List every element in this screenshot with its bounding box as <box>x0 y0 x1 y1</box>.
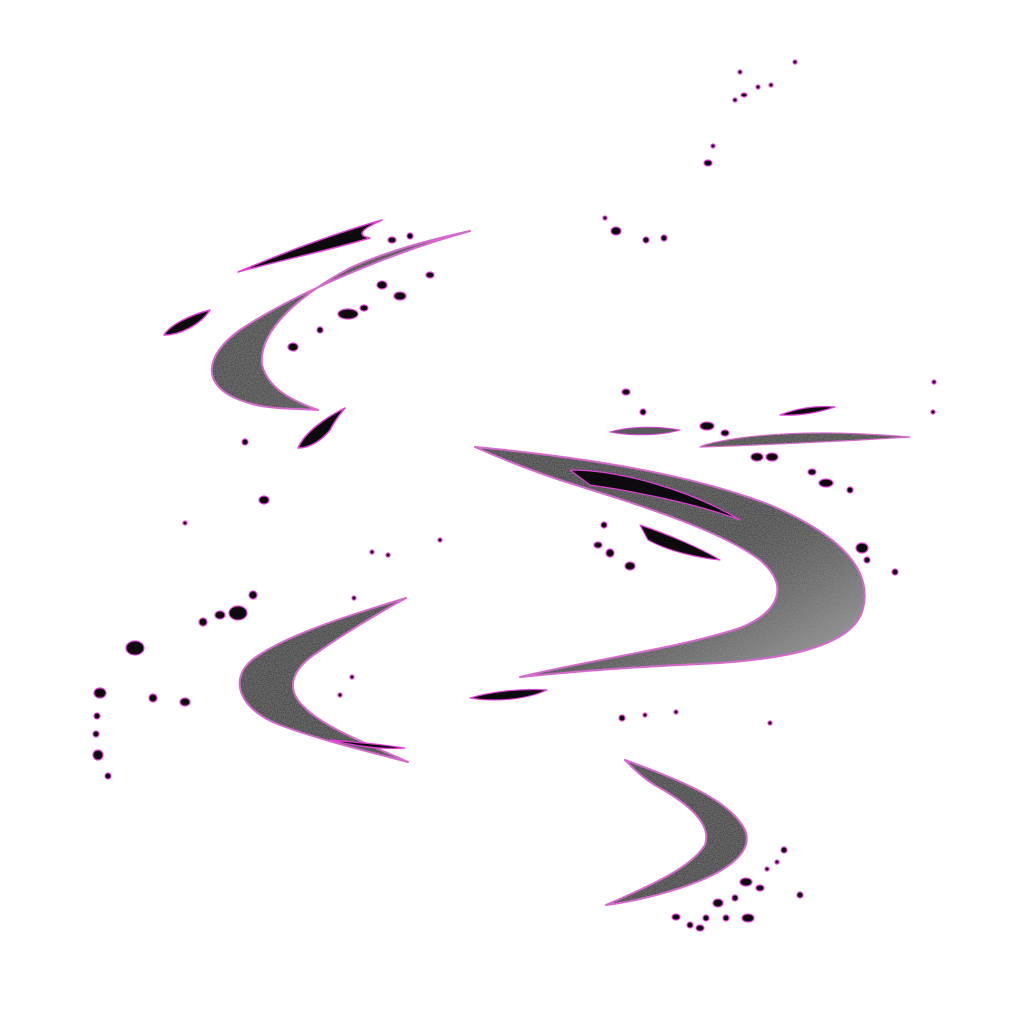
ink-droplet <box>437 537 443 543</box>
ink-stroke-bottom-left-tail <box>329 739 406 750</box>
ink-droplet <box>610 226 622 236</box>
ink-stroke-top-left-wisp <box>237 219 383 273</box>
ink-droplet <box>228 605 248 621</box>
ink-droplet <box>359 304 369 312</box>
ink-droplet <box>258 495 270 505</box>
ink-droplet <box>393 291 407 301</box>
ink-droplet <box>182 520 188 526</box>
ink-droplet <box>712 898 724 908</box>
ink-droplet <box>796 891 804 899</box>
ink-droplet <box>92 749 104 761</box>
ink-droplet <box>621 388 631 396</box>
ink-stroke-center-grey-streak <box>609 426 681 436</box>
ink-droplet <box>720 429 730 437</box>
ink-droplet <box>593 541 603 549</box>
ink-droplet <box>385 552 391 558</box>
ink-droplet <box>602 215 608 221</box>
ink-droplet <box>660 234 668 242</box>
ink-droplet <box>863 556 871 564</box>
ink-droplet <box>287 342 299 352</box>
ink-droplet <box>387 236 397 244</box>
ink-stroke-center-low-dash <box>469 688 548 701</box>
ink-droplet <box>624 561 636 571</box>
ink-droplet <box>710 143 716 149</box>
ink-droplet <box>104 772 112 780</box>
ink-stroke-top-left <box>210 230 471 411</box>
ink-droplet <box>316 326 324 334</box>
ink-droplet <box>741 913 755 923</box>
ink-droplet <box>780 846 788 854</box>
ink-droplet <box>765 452 779 462</box>
ink-droplet <box>248 590 258 600</box>
ink-droplet <box>702 914 710 922</box>
ink-droplet <box>768 82 774 88</box>
ink-droplet <box>349 674 355 680</box>
ink-droplet <box>148 693 158 703</box>
ink-stroke-center-swoosh-inner <box>569 469 741 521</box>
ink-droplet <box>807 468 817 476</box>
ink-droplet <box>618 714 626 722</box>
ink-droplet <box>755 884 765 892</box>
ink-droplet <box>639 408 647 416</box>
ink-droplet <box>351 595 357 601</box>
ink-droplet <box>767 720 773 726</box>
ink-droplet <box>406 232 414 240</box>
ink-droplet <box>600 521 608 529</box>
ink-droplet <box>686 921 694 929</box>
ink-droplet <box>722 914 730 922</box>
ink-droplet <box>703 159 713 167</box>
ink-stroke-top-left-hook <box>297 407 346 449</box>
ink-droplet <box>792 59 798 65</box>
ink-droplet <box>846 486 854 494</box>
ink-droplet <box>891 568 899 576</box>
ink-droplet <box>214 610 226 620</box>
ink-droplet <box>198 617 208 627</box>
ink-droplet <box>732 97 738 103</box>
ink-droplet <box>642 712 648 718</box>
ink-stroke-center-swoosh <box>474 446 866 678</box>
ink-droplet <box>93 712 101 720</box>
ink-stroke-center-lower-flick <box>639 524 721 561</box>
ink-droplet <box>774 859 780 865</box>
ink-droplet <box>739 877 753 887</box>
ink-stroke-center-top-streak <box>699 432 911 448</box>
ink-droplet <box>241 438 249 446</box>
ink-droplet <box>740 92 748 98</box>
ink-droplet <box>93 687 107 699</box>
ink-droplet <box>337 692 343 698</box>
ink-droplet <box>642 236 650 244</box>
ink-stroke-top-left-blob <box>163 309 211 336</box>
ink-droplet <box>699 421 715 431</box>
ink-droplet <box>764 866 770 872</box>
ink-stroke-bottom-right <box>605 759 748 906</box>
ink-droplet <box>818 478 834 488</box>
ink-droplet <box>695 924 705 932</box>
ink-droplet <box>855 542 869 554</box>
ink-droplet <box>737 69 743 75</box>
ink-stroke-center-small-streak <box>779 405 836 416</box>
ink-droplet <box>425 271 435 279</box>
ink-droplet <box>930 409 936 415</box>
ink-droplet <box>671 913 681 921</box>
ink-droplet <box>673 709 679 715</box>
ink-droplets <box>92 59 937 932</box>
ink-droplet <box>179 697 191 707</box>
ink-droplet <box>92 730 100 738</box>
ink-droplet <box>731 894 739 902</box>
ink-stroke-bottom-left <box>238 597 409 763</box>
ink-droplet <box>931 379 937 385</box>
ink-droplet <box>337 308 359 320</box>
ink-droplet <box>605 548 615 558</box>
ink-droplet <box>376 280 388 290</box>
ink-droplet <box>125 640 145 656</box>
ink-droplet <box>369 549 375 555</box>
ink-droplet <box>750 452 764 462</box>
ink-droplet <box>755 84 761 90</box>
